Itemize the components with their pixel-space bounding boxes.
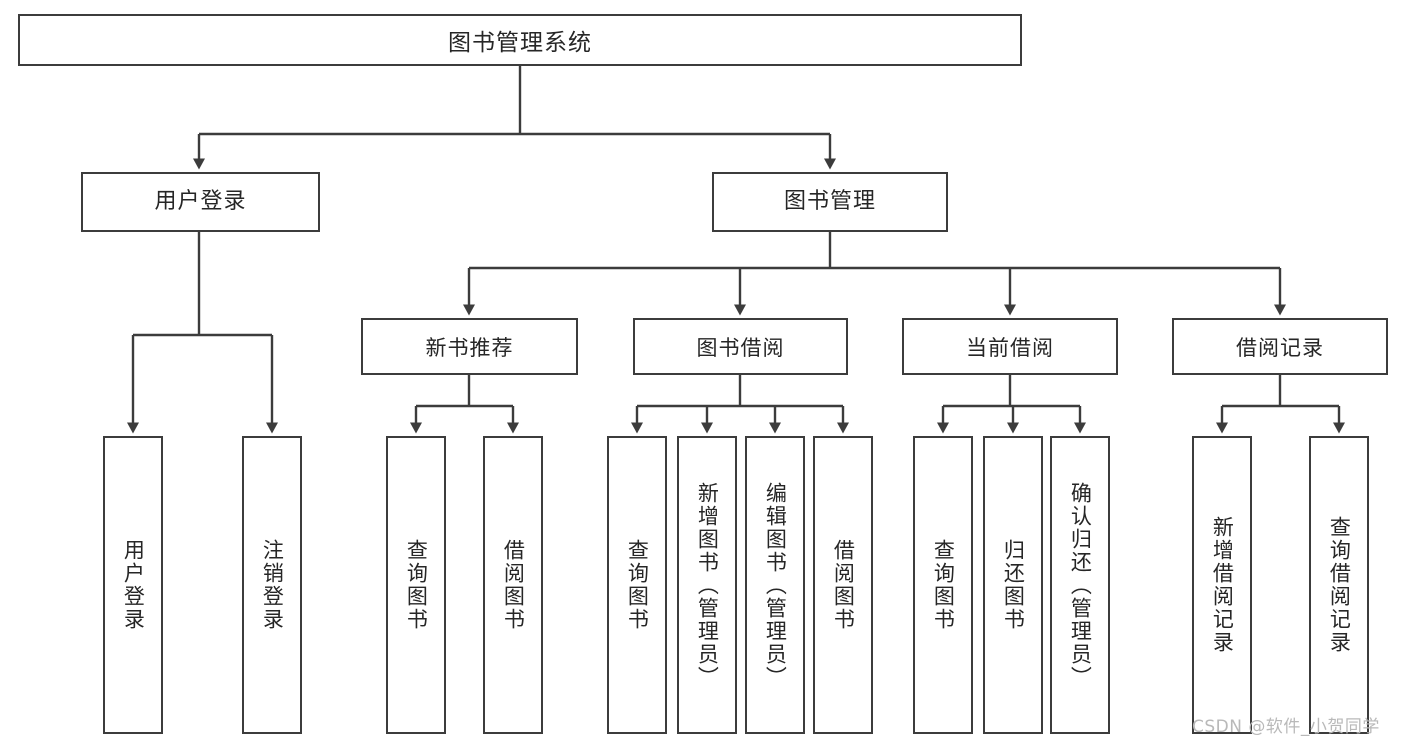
- node-root[interactable]: 图书管理系统: [18, 14, 1022, 66]
- node-current-borrow[interactable]: 当前借阅: [902, 318, 1118, 375]
- leaf-borrow-book[interactable]: 借阅图书: [813, 436, 873, 734]
- leaf-add-book-admin[interactable]: 新增图书（管理员）: [677, 436, 737, 734]
- leaf-return-book[interactable]: 归还图书: [983, 436, 1043, 734]
- leaf-confirm-return-admin[interactable]: 确认归还（管理员）: [1050, 436, 1110, 734]
- leaf-user-login[interactable]: 用户登录: [103, 436, 163, 734]
- leaf-query-borrow-record[interactable]: 查询借阅记录: [1309, 436, 1369, 734]
- node-book-management[interactable]: 图书管理: [712, 172, 948, 232]
- csdn-watermark: CSDN @软件_小贺同学: [1192, 717, 1380, 737]
- node-user-login[interactable]: 用户登录: [81, 172, 320, 232]
- leaf-user-logout[interactable]: 注销登录: [242, 436, 302, 734]
- node-borrow-record[interactable]: 借阅记录: [1172, 318, 1388, 375]
- leaf-query-book-borrow[interactable]: 查询图书: [607, 436, 667, 734]
- leaf-edit-book-admin[interactable]: 编辑图书（管理员）: [745, 436, 805, 734]
- node-book-borrow[interactable]: 图书借阅: [633, 318, 848, 375]
- leaf-query-book-current[interactable]: 查询图书: [913, 436, 973, 734]
- leaf-query-book-recommend[interactable]: 查询图书: [386, 436, 446, 734]
- leaf-add-borrow-record[interactable]: 新增借阅记录: [1192, 436, 1252, 734]
- leaf-borrow-book-recommend[interactable]: 借阅图书: [483, 436, 543, 734]
- node-new-book-recommend[interactable]: 新书推荐: [361, 318, 578, 375]
